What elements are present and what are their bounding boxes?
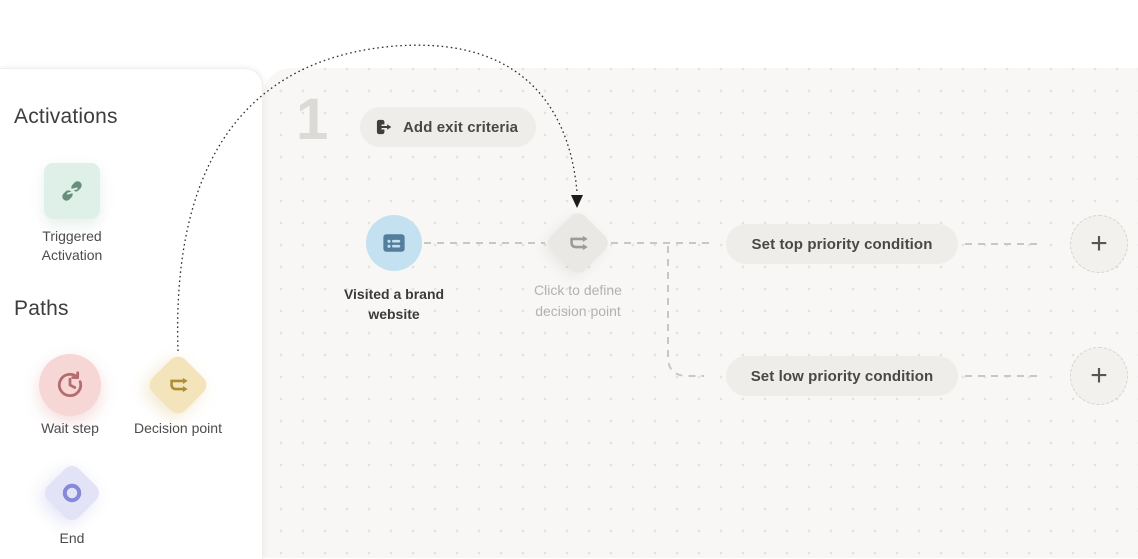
branch-top-condition-button[interactable]: Set top priority condition — [726, 224, 958, 264]
palette-item-decision-point[interactable] — [145, 352, 211, 418]
decision-point-placeholder-label: Click to define decision point — [534, 282, 622, 319]
palette-item-end-label: End — [59, 530, 85, 546]
palette-item-decision-point-label: Decision point — [134, 420, 222, 436]
branch-arrows-icon — [164, 371, 192, 399]
branch-low-condition-button[interactable]: Set low priority condition — [726, 356, 958, 396]
palette-item-triggered-activation[interactable] — [44, 163, 100, 219]
activations-section-title: Activations — [14, 105, 118, 128]
browser-list-icon — [379, 228, 409, 258]
branch-arrows-icon — [564, 229, 592, 257]
add-step-low-button[interactable]: + — [1070, 347, 1128, 405]
steps-palette-sidebar: Activations Triggered Activation Paths W… — [0, 68, 263, 559]
add-step-top-button[interactable]: + — [1070, 215, 1128, 273]
palette-item-wait-step-label: Wait step — [41, 420, 99, 436]
trigger-node[interactable] — [366, 215, 422, 271]
trigger-node-label: Visited a brand website — [343, 286, 445, 322]
palette-item-end[interactable] — [40, 461, 104, 525]
ring-icon — [58, 479, 86, 507]
step-number: 1 — [296, 87, 329, 152]
clock-history-icon — [54, 369, 86, 401]
add-exit-criteria-label: Add exit criteria — [403, 118, 519, 136]
decision-point-dropzone[interactable] — [544, 209, 612, 277]
add-exit-criteria-button[interactable]: Add exit criteria — [360, 107, 537, 147]
link-bolt-icon — [57, 176, 87, 206]
palette-item-wait-step[interactable] — [39, 354, 101, 416]
journey-canvas[interactable]: 1 Add exit criteria Visited a brand webs… — [262, 68, 1138, 558]
palette-item-triggered-activation-label: Triggered Activation — [41, 228, 103, 263]
exit-door-arrow-icon — [374, 117, 394, 137]
paths-section-title: Paths — [14, 297, 69, 320]
